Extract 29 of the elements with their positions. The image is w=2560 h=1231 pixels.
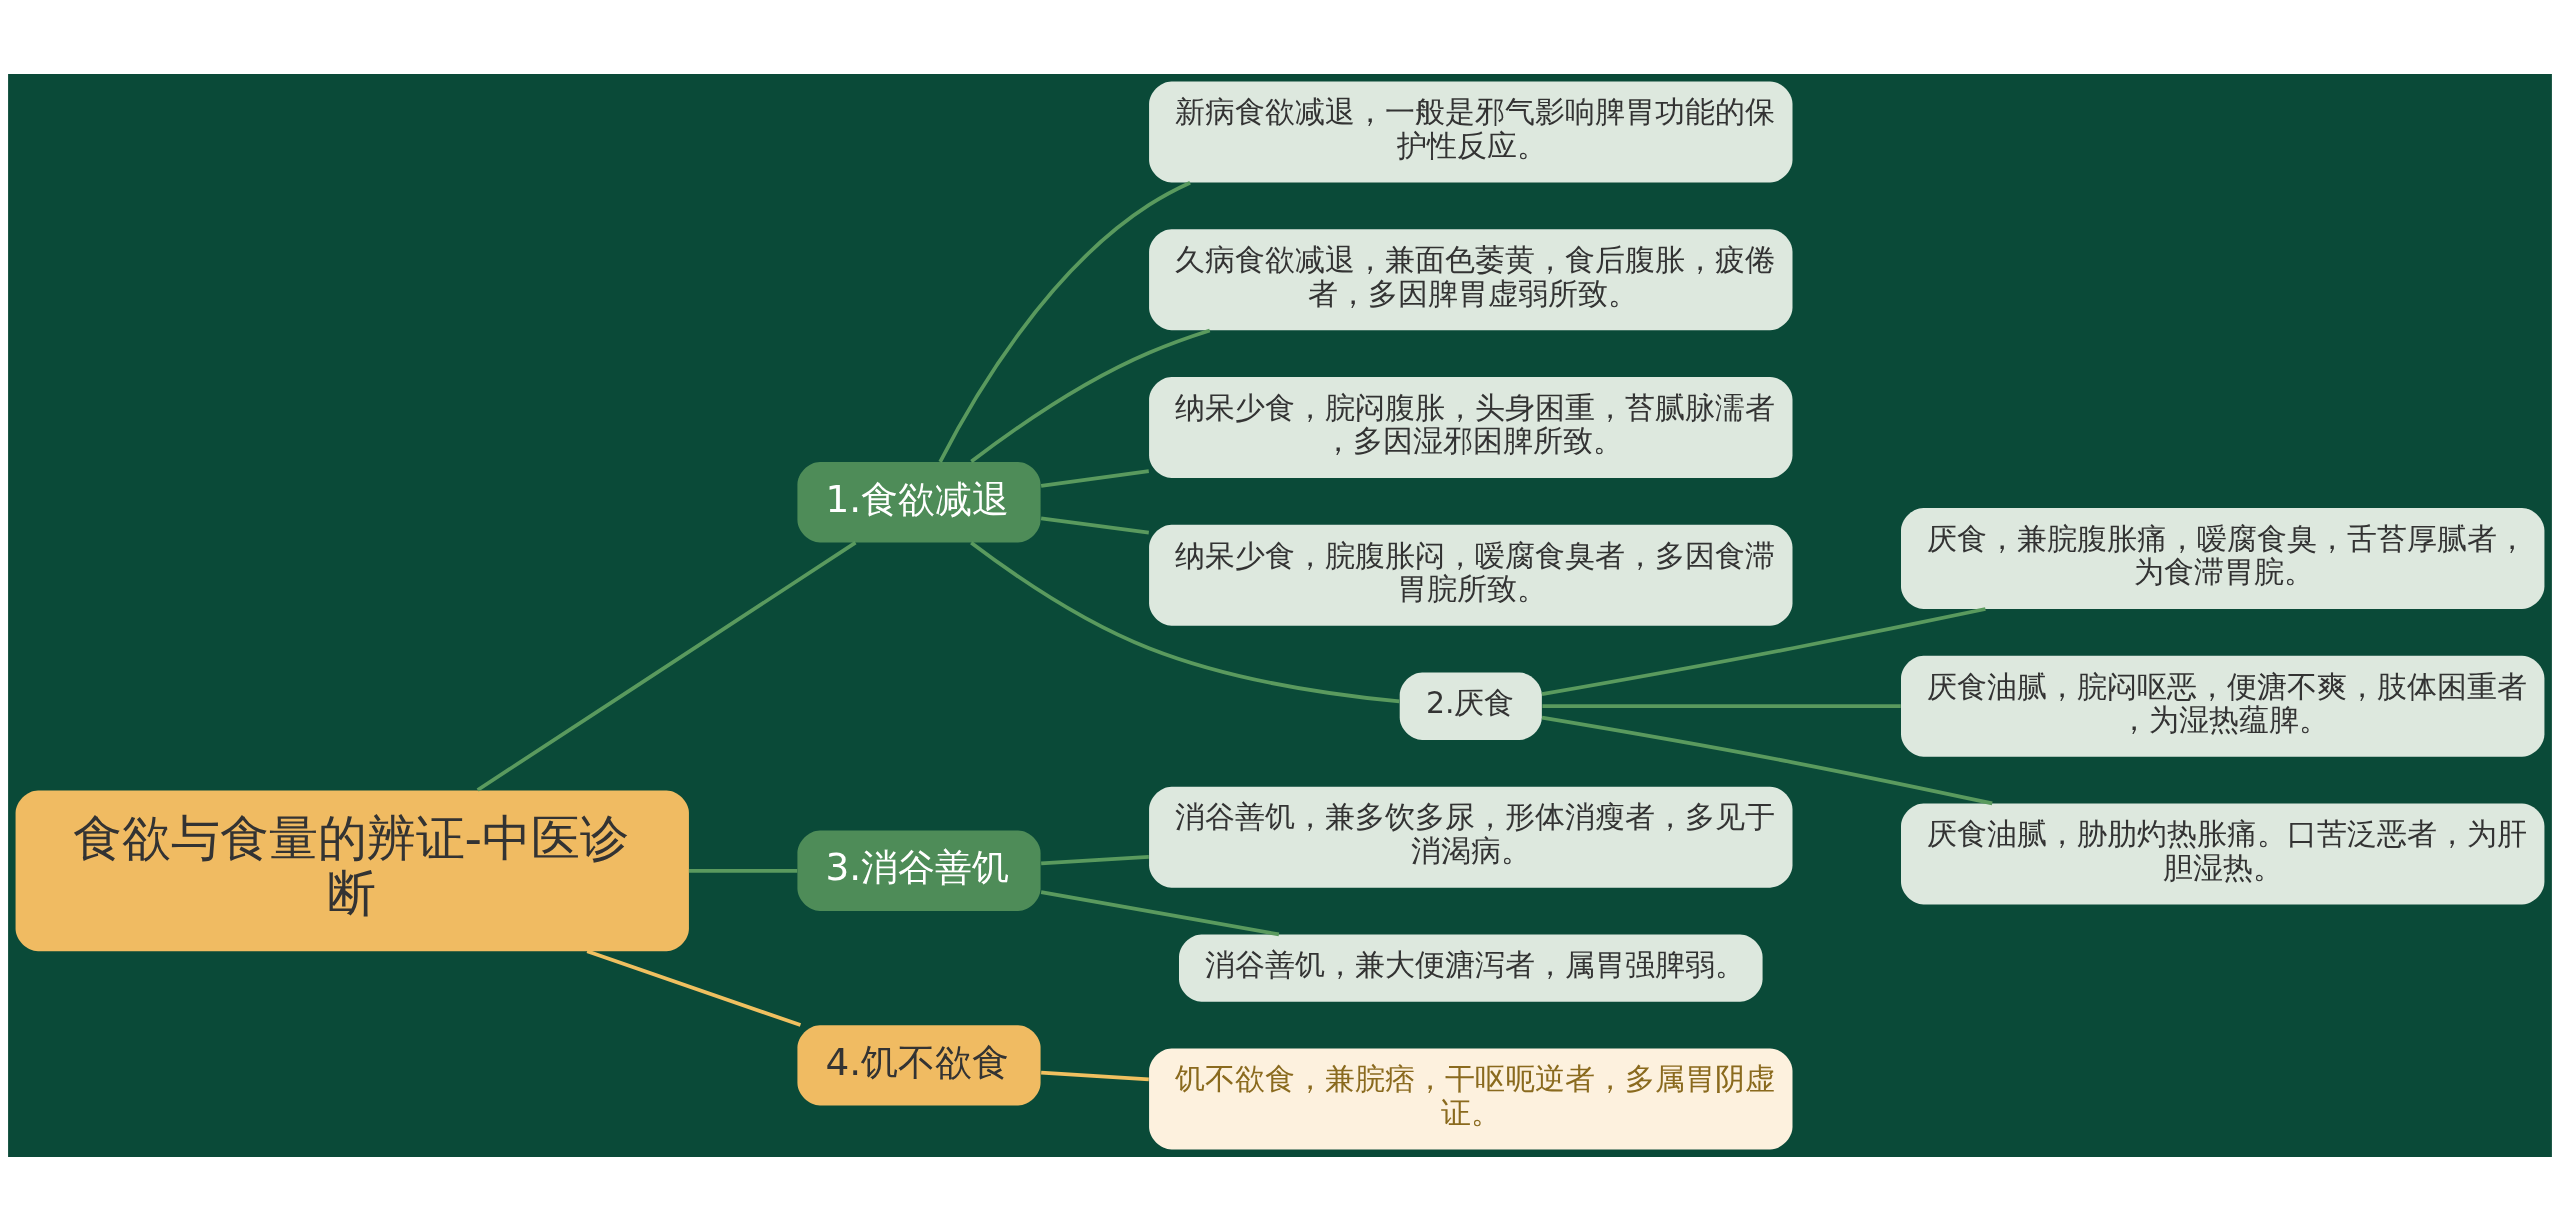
node-box: 久病食欲减退，兼面色萎黄，食后腹胀，疲倦者，多因脾胃虚弱所致。: [1149, 229, 1793, 331]
node-box: 2.厌食: [1399, 672, 1542, 740]
connector: [938, 181, 1191, 463]
connector: [586, 949, 802, 1027]
node-box: 消谷善饥，兼多饮多尿，形体消瘦者，多见于消渴病。: [1149, 786, 1793, 888]
node-box: 食欲与食量的辨证-中医诊断: [15, 790, 689, 952]
connector: [1541, 607, 1986, 697]
connector: [476, 541, 857, 792]
connector: [1040, 516, 1150, 535]
node-box: 厌食油腻，脘闷呕恶，便溏不爽，肢体困重者，为湿热蕴脾。: [1901, 655, 2545, 757]
node-box: 厌食，兼脘腹胀痛，嗳腐食臭，舌苔厚腻者，为食滞胃脘。: [1901, 507, 2545, 609]
node-box: 4.饥不欲食: [797, 1025, 1041, 1106]
connector: [970, 328, 1211, 464]
node-box: 3.消谷善饥: [797, 830, 1041, 912]
connector: [688, 868, 798, 873]
connector: [1542, 704, 1901, 709]
node-box: 纳呆少食，脘闷腹胀，头身困重，苔腻脉濡者，多因湿邪困脾所致。: [1149, 377, 1793, 478]
node-box: 饥不欲食，兼脘痞，干呕呃逆者，多属胃阴虚证。: [1149, 1048, 1793, 1150]
connector: [1541, 715, 1993, 806]
node-box: 厌食油腻，胁肋灼热胀痛。口苦泛恶者，为肝胆湿热。: [1901, 803, 2545, 905]
connector: [1040, 469, 1150, 488]
connector: [1040, 890, 1280, 937]
node-box: 消谷善饥，兼大便溏泻者，属胃强脾弱。: [1179, 934, 1763, 1002]
node-box: 纳呆少食，脘腹胀闷，嗳腐食臭者，多因食滞胃脘所致。: [1149, 524, 1793, 626]
connector: [1041, 854, 1149, 866]
connector: [1041, 1070, 1149, 1082]
connector: [970, 541, 1400, 704]
node-box: 1.食欲减退: [797, 462, 1041, 543]
node-box: 新病食欲减退，一般是邪气影响脾胃功能的保护性反应。: [1149, 81, 1793, 183]
